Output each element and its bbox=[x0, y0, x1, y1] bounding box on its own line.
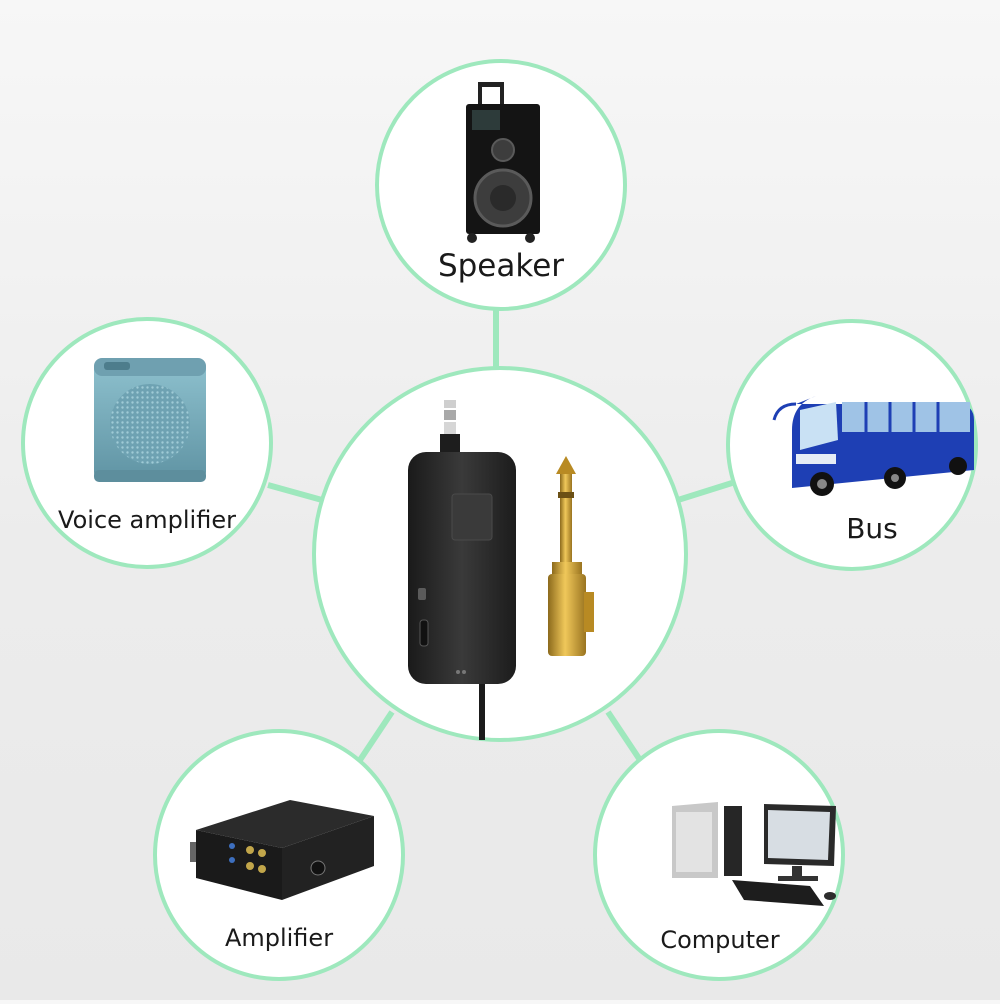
circle-computer bbox=[593, 729, 845, 981]
label-amplifier: Amplifier bbox=[224, 924, 334, 952]
bus-icon bbox=[772, 396, 974, 496]
label-bus: Bus bbox=[846, 512, 898, 545]
trolley-speaker-icon bbox=[466, 82, 540, 243]
label-computer: Computer bbox=[660, 926, 780, 954]
connector-voice-amplifier bbox=[267, 482, 323, 503]
label-speaker: Speaker bbox=[437, 248, 565, 284]
connector-computer bbox=[605, 710, 643, 762]
wireless-receiver-icon bbox=[408, 400, 516, 740]
label-voice-amplifier: Voice amplifier bbox=[58, 506, 236, 534]
connector-bus bbox=[677, 480, 733, 503]
voice-amplifier-icon bbox=[94, 358, 206, 482]
audio-adapter-icon bbox=[548, 456, 594, 656]
computer-icon bbox=[672, 802, 836, 906]
connector-lines bbox=[267, 308, 733, 762]
amplifier-icon bbox=[190, 800, 374, 900]
connector-amplifier bbox=[357, 710, 395, 762]
